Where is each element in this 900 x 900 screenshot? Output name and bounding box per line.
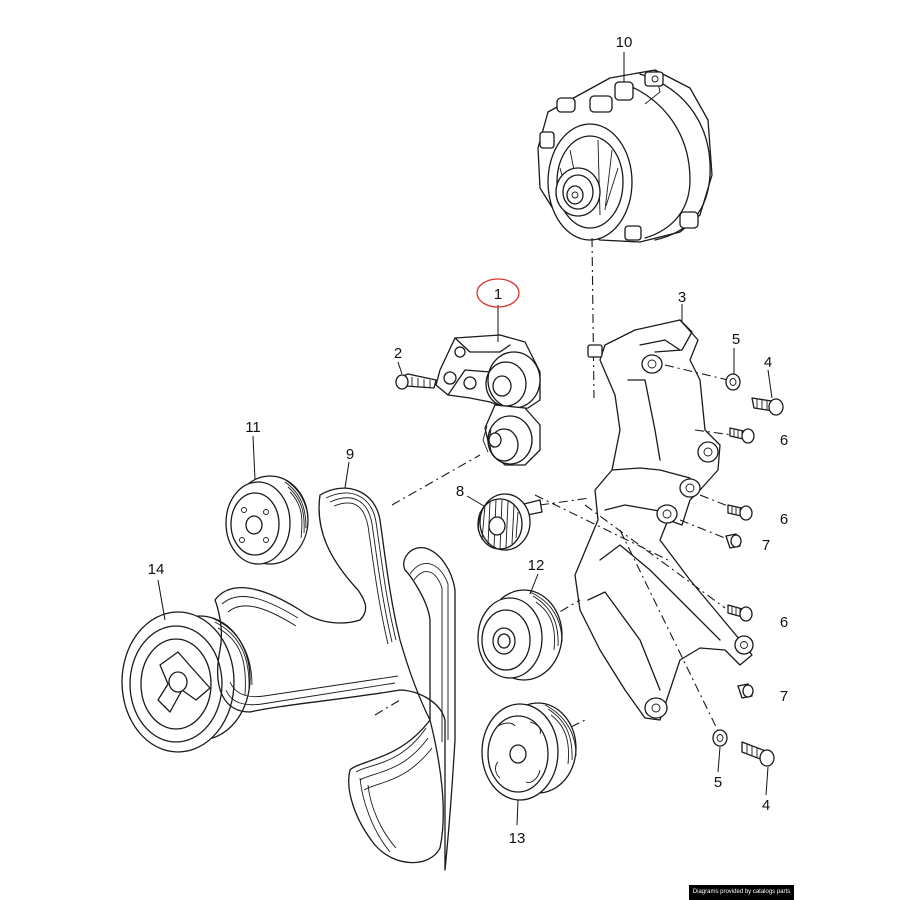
bracket-part-3[interactable] bbox=[574, 319, 754, 721]
belt-part-9[interactable] bbox=[214, 487, 456, 871]
callout-4-lower[interactable]: 4 bbox=[762, 797, 770, 814]
washer-part-5-upper[interactable] bbox=[725, 373, 741, 391]
callout-1-highlight bbox=[476, 278, 520, 308]
callout-6-b[interactable]: 6 bbox=[780, 511, 788, 528]
callout-8[interactable]: 8 bbox=[456, 483, 464, 500]
callout-9[interactable]: 9 bbox=[346, 446, 354, 463]
callout-labels: 1 2 3 4 4 5 5 6 6 6 7 7 8 9 10 11 12 13 … bbox=[148, 34, 789, 847]
callout-7-a[interactable]: 7 bbox=[762, 537, 770, 554]
callout-3[interactable]: 3 bbox=[678, 289, 686, 306]
callout-leaders bbox=[157, 52, 773, 826]
callout-5-upper[interactable]: 5 bbox=[732, 331, 740, 348]
alternator-part-10[interactable] bbox=[537, 69, 713, 399]
callout-14[interactable]: 14 bbox=[148, 561, 165, 578]
bolt-part-6-c[interactable] bbox=[727, 604, 753, 622]
callout-10[interactable]: 10 bbox=[616, 34, 633, 51]
crank-pulley-part-14[interactable] bbox=[121, 611, 253, 753]
bolt-part-6-a[interactable] bbox=[729, 427, 755, 444]
callout-13[interactable]: 13 bbox=[509, 830, 526, 847]
callout-7-b[interactable]: 7 bbox=[780, 688, 788, 705]
bolt-part-4-upper[interactable] bbox=[751, 397, 784, 416]
callout-6-a[interactable]: 6 bbox=[780, 432, 788, 449]
callout-4-upper[interactable]: 4 bbox=[764, 354, 772, 371]
washer-part-5-lower[interactable] bbox=[712, 729, 728, 747]
diagram-credit: Diagrams provided by catalogs parts bbox=[689, 885, 794, 900]
assembly-lines bbox=[374, 364, 741, 753]
tensioner-part-1[interactable] bbox=[435, 334, 541, 466]
sleeve-part-7-b[interactable] bbox=[737, 683, 754, 699]
idler-pulley-part-8[interactable] bbox=[477, 493, 543, 551]
callout-12[interactable]: 12 bbox=[528, 557, 545, 574]
callout-2[interactable]: 2 bbox=[394, 345, 402, 362]
bolt-part-4-lower[interactable] bbox=[741, 741, 775, 767]
callout-1[interactable]: 1 bbox=[494, 286, 502, 303]
sleeve-part-7-a[interactable] bbox=[725, 533, 742, 549]
bolt-part-6-b[interactable] bbox=[727, 504, 753, 521]
pulley-part-11[interactable] bbox=[225, 475, 309, 565]
bolt-part-2[interactable] bbox=[395, 373, 437, 390]
idler-pulley-part-12[interactable] bbox=[477, 589, 563, 681]
callout-11[interactable]: 11 bbox=[245, 419, 261, 436]
callout-6-c[interactable]: 6 bbox=[780, 614, 788, 631]
callout-5-lower[interactable]: 5 bbox=[714, 774, 722, 791]
pulley-part-13[interactable] bbox=[481, 702, 577, 801]
